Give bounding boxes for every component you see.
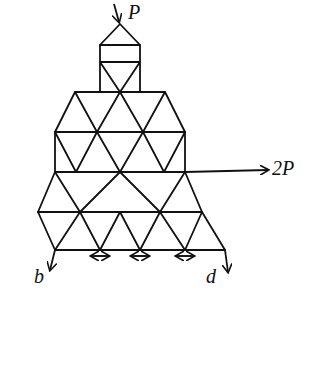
support-label: b	[34, 266, 44, 286]
support-label: d	[206, 266, 216, 286]
load-arrows	[50, 4, 268, 272]
load-label: 2P	[272, 158, 294, 178]
load-label: P	[128, 2, 140, 22]
roller-supports	[91, 255, 194, 257]
truss-members	[38, 24, 225, 250]
